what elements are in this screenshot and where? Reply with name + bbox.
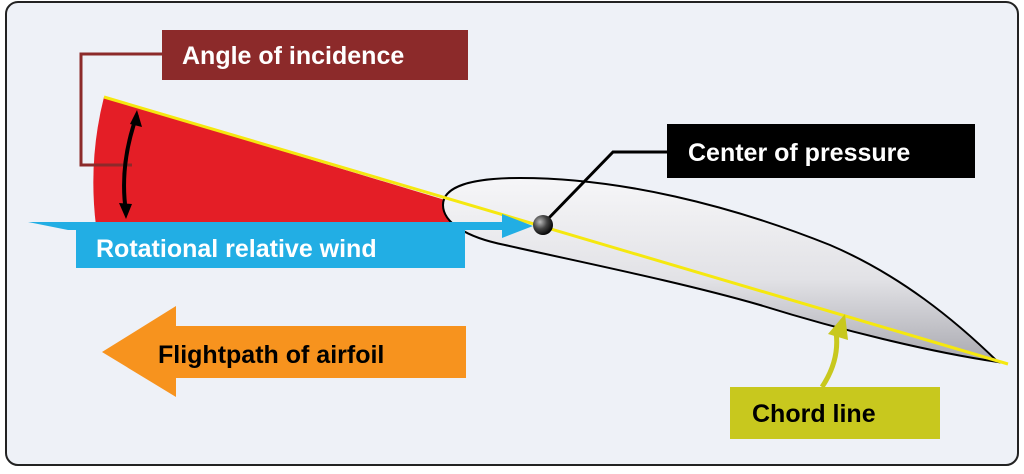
angle-of-incidence-wedge [93, 97, 531, 226]
center-of-pressure-label: Center of pressure [688, 139, 910, 167]
flightpath-of-airfoil-arrow [102, 306, 466, 397]
airfoil [441, 176, 1001, 364]
chord-line [103, 95, 1009, 366]
rotational-relative-wind-arrow [28, 214, 533, 268]
flightpath-of-airfoil-label: Flightpath of airfoil [158, 341, 384, 369]
angle-of-incidence-label-bg [162, 30, 468, 80]
center-of-pressure-marker [533, 215, 553, 235]
angle-of-incidence-label: Angle of incidence [182, 42, 404, 70]
angle-arrow-icon [119, 110, 142, 219]
center-of-pressure-leader [543, 150, 667, 224]
rotational-relative-wind-label: Rotational relative wind [96, 235, 377, 263]
angle-of-incidence-leader [79, 52, 162, 167]
center-of-pressure-label-bg [667, 124, 975, 178]
chord-line-label: Chord line [752, 400, 876, 428]
chord-line-label-bg [730, 387, 940, 439]
chord-line-pointer [819, 314, 848, 389]
